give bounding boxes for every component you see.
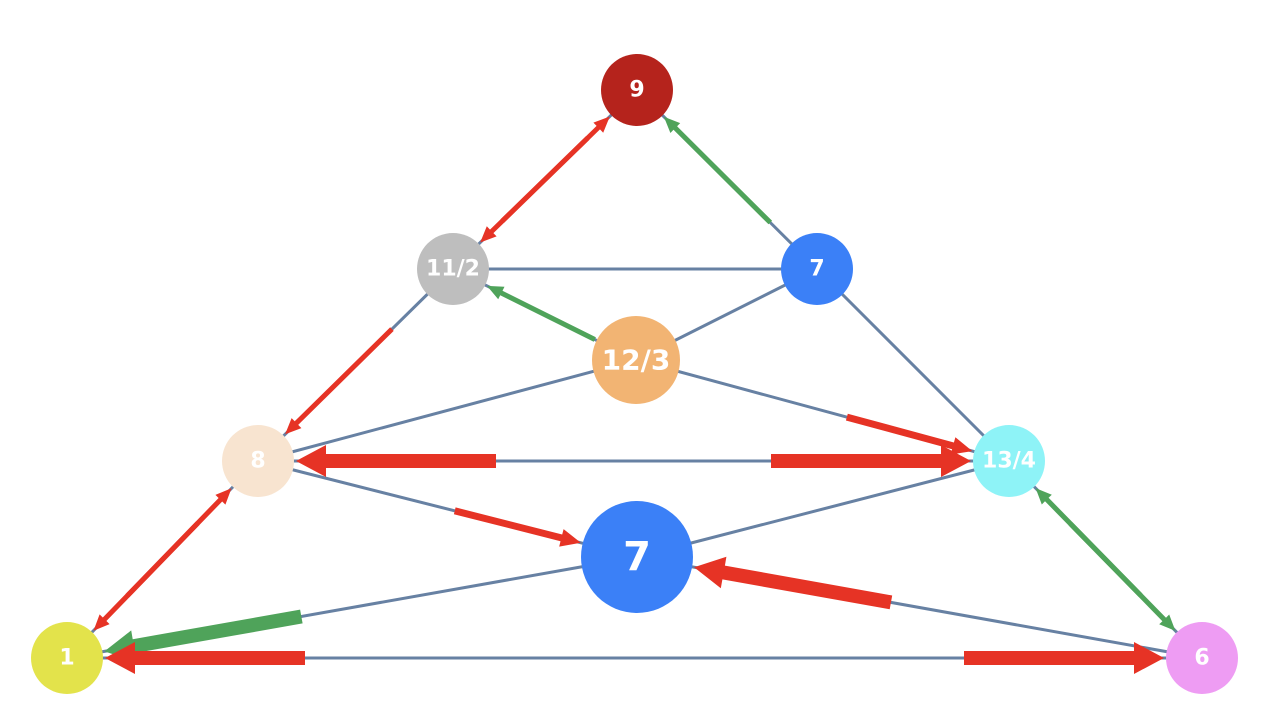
arrow-center-to-upper-left — [487, 285, 596, 342]
node-label-lower-center: 7 — [623, 534, 651, 580]
node-circle-center — [592, 316, 680, 404]
node-label-mid-left: 8 — [250, 449, 265, 474]
node-circle-top — [601, 54, 673, 126]
node-circle-bottom-left — [31, 622, 103, 694]
node-label-upper-left: 11/2 — [426, 257, 480, 282]
node-label-bottom-right: 6 — [1194, 646, 1209, 671]
node-circle-upper-left — [417, 233, 489, 305]
node-mid-right: 13/4 — [973, 425, 1045, 497]
arrows-layer — [93, 116, 1176, 674]
arrow-mid-left-to-mid-right — [771, 445, 971, 477]
node-circle-mid-left — [222, 425, 294, 497]
arrow-upper-right-to-top — [663, 116, 773, 225]
arrow-mid-left-to-lower-center — [453, 507, 581, 547]
edge-upper-right-mid-right — [815, 267, 1011, 463]
edge-center-mid-left — [257, 358, 637, 463]
node-bottom-left: 1 — [31, 622, 103, 694]
node-lower-center: 7 — [581, 501, 693, 613]
node-center: 12/3 — [592, 316, 680, 404]
arrow-bottom-left-to-mid-left — [125, 488, 232, 598]
arrow-center-to-mid-right — [845, 413, 973, 455]
edge-mid-right-lower-center — [636, 459, 1010, 559]
node-upper-right: 7 — [781, 233, 853, 305]
node-label-mid-right: 13/4 — [982, 449, 1036, 474]
arrow-bottom-right-to-lower-center — [694, 556, 893, 610]
node-label-upper-right: 7 — [809, 257, 824, 282]
node-label-center: 12/3 — [602, 344, 671, 377]
node-label-bottom-left: 1 — [59, 646, 74, 671]
arrow-mid-right-to-mid-left — [296, 445, 496, 477]
nodes-layer: 9 11/2 7 12/3 8 13/4 7 1 6 — [31, 54, 1238, 694]
node-circle-bottom-right — [1166, 622, 1238, 694]
arrow-bottom-right-to-bottom-left — [105, 642, 305, 674]
arrow-lower-center-to-bottom-left — [104, 609, 303, 662]
arrow-bottom-left-to-bottom-right — [964, 642, 1164, 674]
arrow-top-to-upper-left — [480, 136, 590, 243]
node-circle-mid-right — [973, 425, 1045, 497]
arrow-bottom-right-to-mid-right — [1035, 488, 1143, 597]
node-label-top: 9 — [629, 78, 644, 103]
node-bottom-right: 6 — [1166, 622, 1238, 694]
node-circle-upper-right — [781, 233, 853, 305]
node-circle-lower-center — [581, 501, 693, 613]
node-upper-left: 11/2 — [417, 233, 489, 305]
node-top: 9 — [601, 54, 673, 126]
node-mid-left: 8 — [222, 425, 294, 497]
arrow-upper-left-to-mid-left — [285, 327, 394, 435]
